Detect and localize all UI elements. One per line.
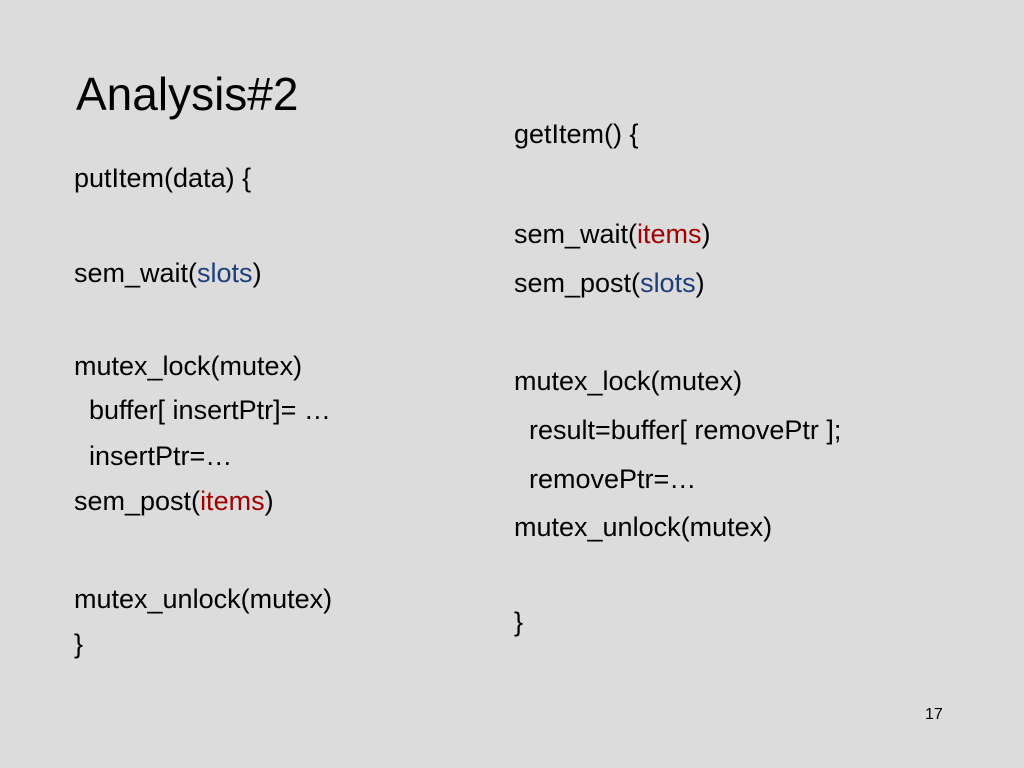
get-item-result-assign-line: result=buffer[ removePtr ]; [514,415,842,445]
close-paren: ) [695,268,705,298]
page-number: 17 [925,706,943,723]
put-item-signature-line: putItem(data) { [74,163,252,193]
put-item-closing-brace: } [74,629,84,659]
sem-post-call: sem_post( [74,486,201,516]
sem-post-call: sem_post( [514,268,641,298]
get-item-sem-post-line: sem_post(slots) [514,267,705,299]
put-item-sem-wait-line: sem_wait(slots) [74,257,262,289]
get-item-signature-line: getItem() { [514,119,639,149]
close-paren: ) [701,219,711,249]
put-item-mutex-lock-line: mutex_lock(mutex) [74,351,303,381]
slots-keyword: slots [640,268,696,298]
get-item-code-block: getItem() { sem_wait(items) sem_post(slo… [514,0,841,637]
sem-wait-call: sem_wait( [74,258,198,288]
get-item-mutex-unlock-line: mutex_unlock(mutex) [514,512,773,542]
sem-wait-call: sem_wait( [514,219,638,249]
put-item-insertptr-line: insertPtr=… [74,441,233,471]
slots-keyword: slots [197,258,253,288]
get-item-mutex-lock-line: mutex_lock(mutex) [514,366,743,396]
put-item-code-block: putItem(data) { sem_wait(slots) mutex_lo… [74,0,332,659]
put-item-sem-post-line: sem_post(items) [74,485,274,517]
get-item-removeptr-line: removePtr=… [514,464,697,494]
put-item-mutex-unlock-line: mutex_unlock(mutex) [74,584,333,614]
get-item-closing-brace: } [514,607,524,637]
put-item-buffer-assign-line: buffer[ insertPtr]= … [74,395,331,425]
close-paren: ) [252,258,262,288]
slide-title: Analysis#2 [76,68,299,120]
items-keyword: items [200,486,265,516]
close-paren: ) [264,486,274,516]
get-item-sem-wait-line: sem_wait(items) [514,218,711,250]
items-keyword: items [637,219,702,249]
